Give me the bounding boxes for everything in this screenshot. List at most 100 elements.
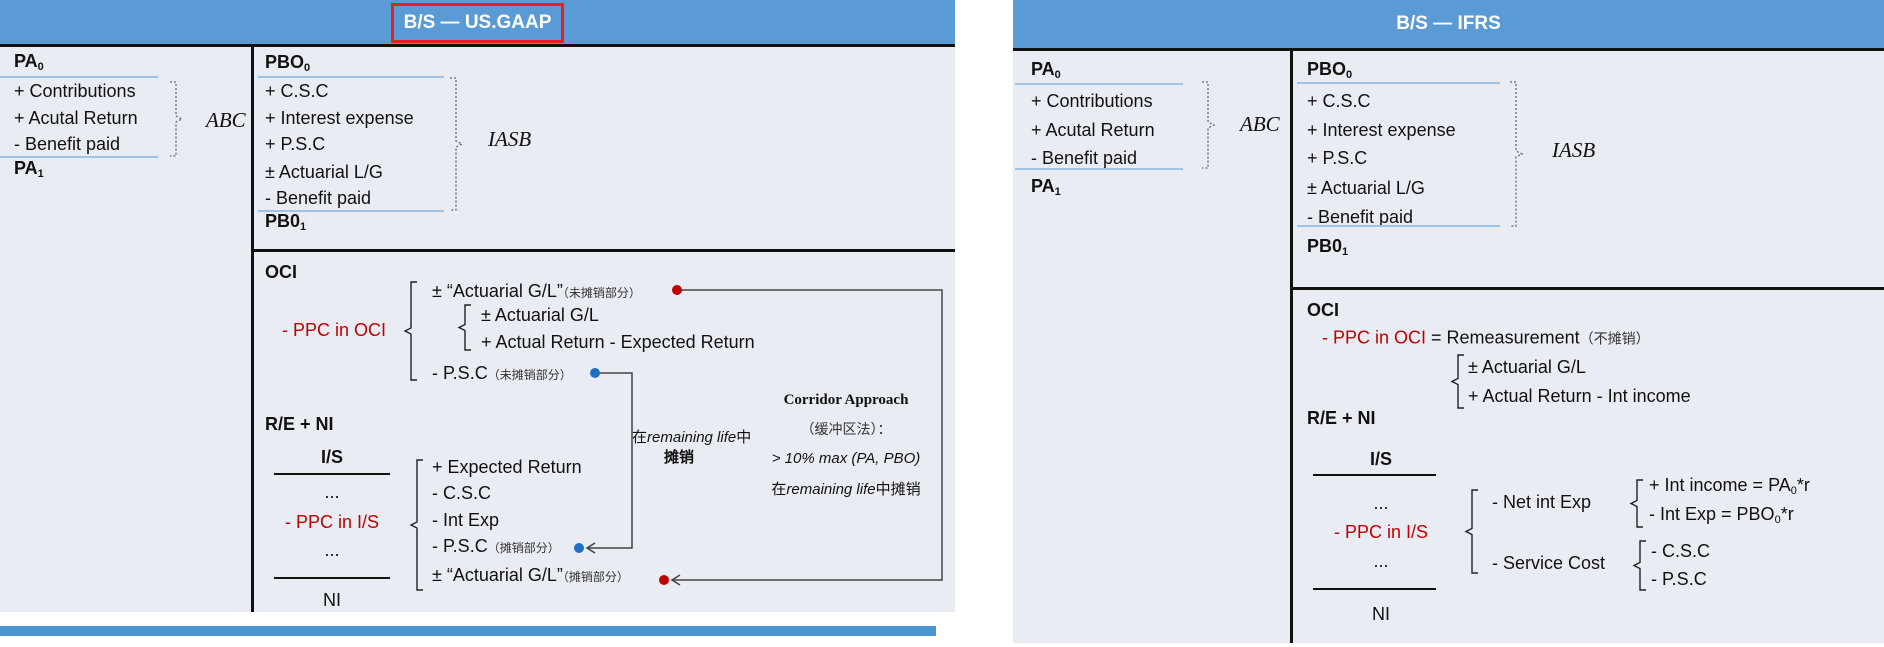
oci-agl: ± Actuarial G/L: [1468, 357, 1586, 377]
abc-label: ABC: [206, 108, 246, 132]
pbo-item: - Benefit paid: [1307, 207, 1414, 227]
corridor-rule: > 10% max (PA, PBO): [771, 450, 921, 467]
is-agl: ± “Actuarial G/L”（摊销部分）: [432, 565, 629, 585]
service-psc: - P.S.C: [1651, 569, 1707, 589]
pa-item: + Contributions: [14, 81, 136, 101]
ellipsis: ...: [1373, 551, 1389, 571]
brace: [170, 81, 184, 157]
ppc-in-is: - PPC in I/S: [1333, 522, 1429, 542]
oci-psc: - P.S.C（未摊销部分）: [432, 363, 572, 383]
arrow-icon: [585, 542, 596, 554]
rule: [274, 473, 390, 475]
brace: [1629, 479, 1643, 528]
ifrs-header: B/S — IFRS: [1013, 0, 1884, 48]
rule: [1015, 168, 1183, 170]
oci-agl-quoted: ± “Actuarial G/L”（未摊销部分）: [432, 281, 641, 301]
ellipsis: ...: [324, 482, 340, 502]
pbo-item: - Benefit paid: [265, 188, 372, 208]
is-heading: I/S: [1369, 449, 1393, 469]
pa1-label: PA1: [1031, 176, 1061, 198]
rule: [0, 156, 158, 158]
pbo0-label: PBO0: [1307, 59, 1353, 81]
ppc-in-oci: - PPC in OCI: [282, 320, 387, 340]
oci-heading: OCI: [1307, 300, 1340, 320]
brace: [1202, 81, 1216, 169]
re-ni-heading: R/E + NI: [265, 414, 334, 434]
brace: [450, 77, 464, 211]
red-connector-line: [672, 289, 943, 581]
brace: [457, 304, 471, 351]
rule: [0, 76, 158, 78]
pbo-item: + P.S.C: [265, 134, 326, 154]
rule: [258, 210, 444, 212]
divider: [251, 44, 254, 612]
oci-heading: OCI: [265, 262, 298, 282]
is-csc: - C.S.C: [432, 483, 492, 503]
brace: [1510, 81, 1524, 227]
us-gaap-header: B/S — US.GAAP: [0, 0, 955, 45]
brace: [1450, 354, 1464, 409]
rule: [1297, 225, 1500, 227]
corridor-title: Corridor Approach: [783, 392, 909, 408]
service-cost: - Service Cost: [1492, 553, 1606, 573]
is-expected-return: + Expected Return: [432, 457, 582, 477]
ppc-in-oci-remeasurement: - PPC in OCI = Remeasurement（不摊销）: [1322, 327, 1650, 348]
us-gaap-title: B/S — US.GAAP: [390, 2, 565, 43]
pbo-item: + C.S.C: [1307, 91, 1371, 111]
ellipsis: ...: [1373, 493, 1389, 513]
is-heading: I/S: [320, 447, 344, 467]
amortize-note: 在remaining life中: [632, 429, 752, 446]
pa0-label: PA0: [14, 51, 44, 73]
pa-item: - Benefit paid: [1031, 148, 1138, 168]
brace: [403, 281, 417, 381]
ifrs-panel: [1013, 0, 1884, 643]
net-int-exp: - Net int Exp: [1492, 492, 1592, 512]
int-income: + Int income = PA0*r: [1649, 475, 1810, 497]
int-exp: - Int Exp = PBO0*r: [1649, 504, 1794, 526]
pa-item: - Benefit paid: [14, 134, 121, 154]
divider: [1290, 48, 1293, 643]
corridor-amortize: 在remaining life中摊销: [771, 481, 921, 498]
iasb-label: IASB: [488, 127, 532, 151]
blue-dot-icon: [574, 543, 584, 553]
red-dot-icon: [659, 575, 669, 585]
is-int-exp: - Int Exp: [432, 510, 500, 530]
oci-agl: ± Actuarial G/L: [481, 305, 599, 325]
divider: [0, 44, 955, 47]
corridor-cn: （缓冲区法）：: [800, 421, 892, 437]
oci-return: + Actual Return - Expected Return: [481, 332, 755, 352]
ifrs-title: B/S — IFRS: [1396, 13, 1501, 34]
pa1-label: PA1: [14, 158, 44, 180]
divider: [251, 249, 955, 252]
blue-dot-icon: [590, 368, 600, 378]
amortize-note-2: 摊销: [663, 449, 695, 466]
brace: [409, 459, 423, 591]
oci-return: + Actual Return - Int income: [1468, 386, 1691, 406]
abc-label: ABC: [1240, 112, 1280, 136]
arrow-icon: [670, 574, 681, 586]
rule: [274, 577, 390, 579]
rule: [1297, 82, 1500, 84]
pa-item: + Acutal Return: [14, 108, 138, 128]
ni-label: NI: [1372, 604, 1390, 624]
pbo0-label: PBO0: [265, 52, 311, 74]
pbo-item: ± Actuarial L/G: [1307, 178, 1425, 198]
pbo-item: ± Actuarial L/G: [265, 162, 383, 182]
ni-label: NI: [323, 590, 341, 610]
iasb-label: IASB: [1552, 138, 1596, 162]
pbo-item: + Interest expense: [265, 108, 414, 128]
pbo-item: + P.S.C: [1307, 148, 1368, 168]
red-dot-icon: [672, 285, 682, 295]
pbo-item: + C.S.C: [265, 81, 329, 101]
divider: [1013, 48, 1884, 51]
ppc-in-is: - PPC in I/S: [284, 512, 380, 532]
pa0-label: PA0: [1031, 59, 1061, 81]
ellipsis: ...: [324, 540, 340, 560]
us-gaap-panel: [0, 0, 955, 612]
divider: [1290, 287, 1884, 290]
pa-item: + Contributions: [1031, 91, 1153, 111]
pbo1-label: PB01: [265, 211, 307, 233]
pa-item: + Acutal Return: [1031, 120, 1155, 140]
pbo-item: + Interest expense: [1307, 120, 1456, 140]
